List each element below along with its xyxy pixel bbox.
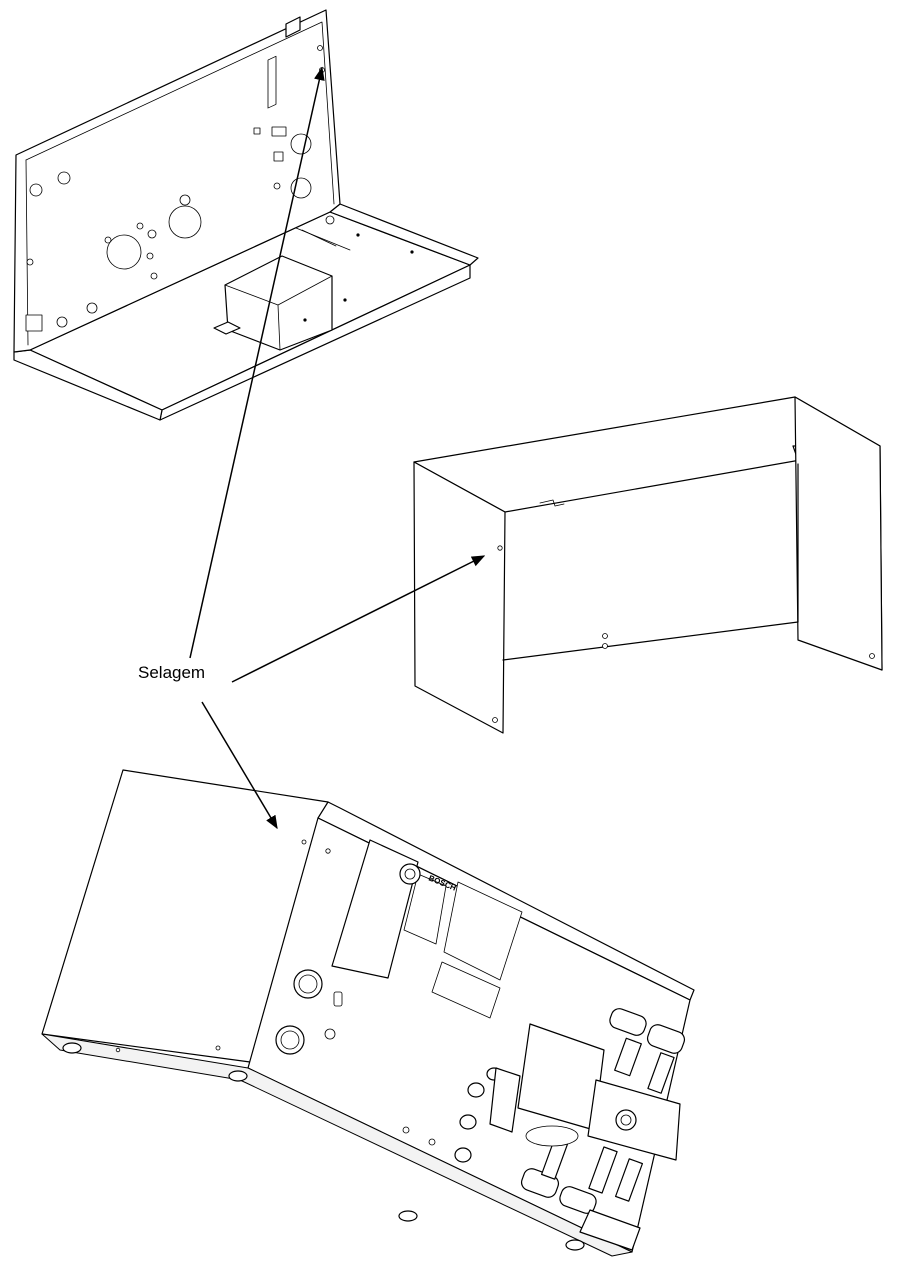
callout-arrows (189, 66, 486, 830)
arrow-to-assembled-unit (201, 701, 278, 830)
arrow-to-u-cover (231, 555, 486, 683)
assembled-unit-part: BOSCH (41, 769, 695, 1257)
u-cover-part (413, 396, 883, 734)
arrow-to-base-frame (189, 66, 325, 659)
callout-label: Selagem (138, 663, 206, 682)
base-frame-part (13, 9, 479, 421)
